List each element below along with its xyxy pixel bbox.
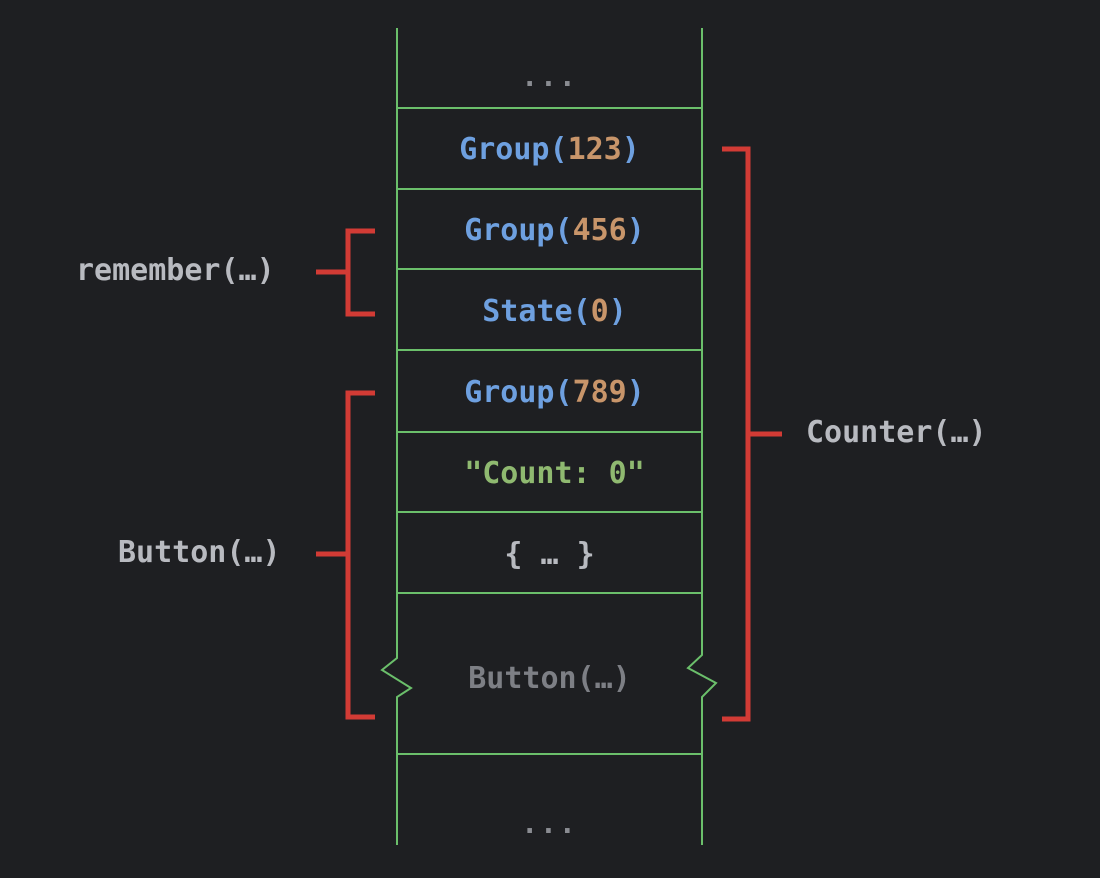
open-paren: (	[549, 132, 568, 167]
close-paren: )	[626, 213, 645, 248]
remember-label: remember(…)	[76, 253, 275, 288]
open-paren: (	[572, 294, 591, 329]
button-bracket	[316, 390, 375, 720]
table-right-edge	[686, 28, 718, 845]
slot-name: Group	[464, 213, 555, 248]
slot-name: Group	[464, 375, 555, 410]
top-ellipsis: ...	[521, 59, 578, 93]
slot-string-count: "Count: 0"	[464, 456, 645, 491]
slot-group-789: Group(789)	[397, 353, 702, 432]
slot-name: Group	[459, 132, 550, 167]
remember-bracket	[316, 228, 375, 317]
slot-value: 123	[567, 132, 622, 167]
open-paren: (	[554, 213, 573, 248]
row-separators	[397, 107, 702, 755]
button-label: Button(…)	[118, 535, 281, 570]
slot-child-button: Button(…)	[468, 660, 631, 696]
counter-bracket	[722, 146, 782, 722]
slot-lambda: { … }	[504, 537, 595, 572]
counter-label: Counter(…)	[806, 415, 987, 450]
slot-name: State	[482, 294, 573, 329]
close-paren: )	[626, 375, 645, 410]
slot-state-0: State(0)	[397, 272, 702, 351]
slot-value: 789	[572, 375, 627, 410]
open-paren: (	[554, 375, 573, 410]
slot-group-456: Group(456)	[397, 191, 702, 270]
slot-value: 456	[572, 213, 627, 248]
slot-group-123: Group(123)	[397, 110, 702, 189]
close-paren: )	[621, 132, 640, 167]
close-paren: )	[608, 294, 627, 329]
table-left-edge	[380, 28, 413, 845]
bottom-ellipsis: ...	[521, 806, 578, 840]
slot-value: 0	[590, 294, 609, 329]
